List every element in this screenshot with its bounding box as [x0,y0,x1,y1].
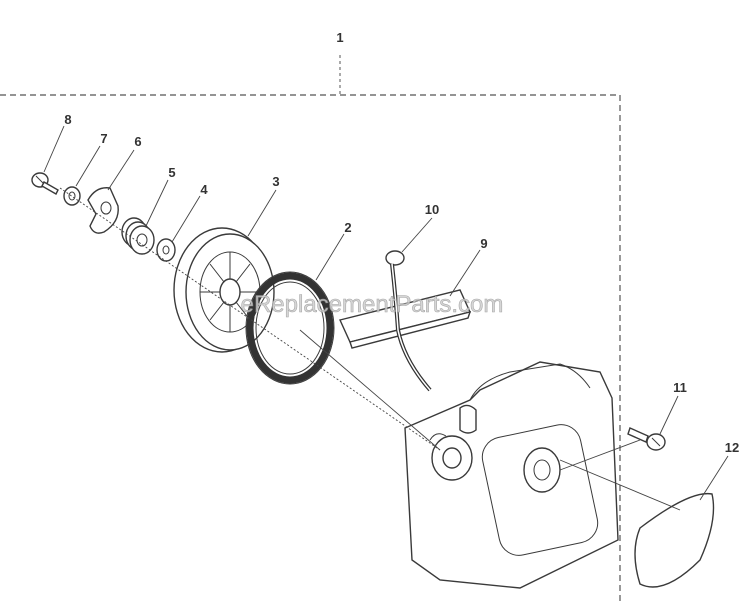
callout-11: 11 [673,380,687,395]
callout-7: 7 [100,131,107,146]
part-6-pawl[interactable] [87,187,119,234]
callout-6: 6 [134,134,141,149]
part-12-decal[interactable] [634,492,715,588]
part-7-washer[interactable] [63,186,81,206]
callout-2: 2 [344,220,351,235]
callout-leaders [43,125,729,501]
callout-9: 9 [480,236,487,251]
callout-numbers: 1 2 3 4 5 6 7 8 9 10 11 12 [64,30,739,455]
callout-3: 3 [272,174,279,189]
starter-housing[interactable] [404,361,619,589]
part-2-spring[interactable] [245,271,335,385]
part-5-spring[interactable] [121,217,155,255]
watermark-text: eReplacementParts.com [241,291,504,318]
callout-10: 10 [425,202,439,217]
part-8-screw[interactable] [31,172,59,195]
part-11-screw[interactable] [627,427,666,451]
callout-4: 4 [200,182,208,197]
assembly-axis-lines [59,187,681,511]
assembly-boundary [0,55,621,601]
part-9-handle[interactable] [339,289,472,349]
callout-5: 5 [168,165,175,180]
callout-12: 12 [725,440,739,455]
part-10-rope[interactable] [385,250,432,392]
part-4-washer[interactable] [156,238,176,262]
callout-1: 1 [336,30,343,45]
callout-8: 8 [64,112,71,127]
